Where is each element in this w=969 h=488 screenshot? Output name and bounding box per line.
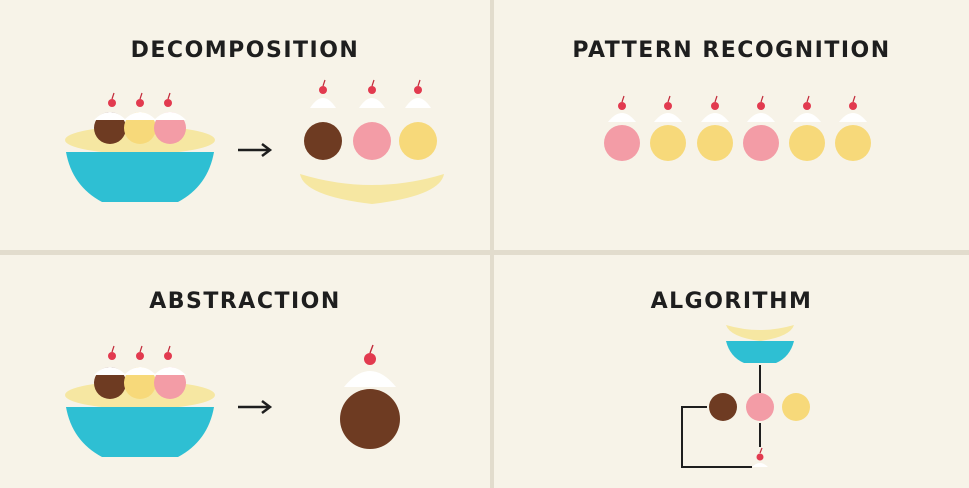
banana-split-icon [65,92,215,202]
scoop-vanilla [650,95,686,161]
banana-icon [300,174,444,204]
scoop-row [604,95,871,161]
scoop-vanilla [835,95,871,161]
cherry-icon [319,79,422,94]
decomposition-title: DECOMPOSITION [130,38,360,63]
algorithm-title: ALGORITHM [650,289,813,314]
pattern-illustration [604,95,871,161]
sundae-bowl-icon [66,407,214,457]
pattern-recognition-panel: PATTERN RECOGNITION [494,0,969,250]
scoop-vanilla [789,95,825,161]
cherry-icon [108,92,172,107]
abstraction-panel: ABSTRACTION [0,255,490,488]
scoop-vanilla [697,95,733,161]
sundae-bowl-icon [66,152,214,202]
scoop-strawberry [154,112,186,144]
sundae-bowl-icon [726,341,794,363]
scoop-vanilla [782,393,810,421]
scoop-strawberry [743,95,779,161]
scoop-chocolate [304,122,342,160]
cherry-icon [364,353,376,365]
scoop-vanilla [399,122,437,160]
scoop-chocolate [340,389,400,449]
abstraction-illustration [65,344,400,457]
cherry-icon [108,345,172,360]
algorithm-illustration [681,325,810,468]
vertical-divider [490,0,494,488]
scoop-chocolate [709,393,737,421]
arrow-right-icon [238,400,273,414]
algorithm-panel: ALGORITHM [494,255,969,488]
scoop-strawberry [604,95,640,161]
decomposition-illustration [65,79,444,204]
banana-split-icon [65,345,215,457]
horizontal-divider [0,250,969,255]
decomposition-panel: DECOMPOSITION [0,0,490,250]
scoop-strawberry [746,393,774,421]
scoop-strawberry [353,122,391,160]
arrow-right-icon [238,143,273,157]
abstraction-title: ABSTRACTION [149,289,341,314]
banana-icon [726,325,794,341]
decomposed-scoops [304,79,437,160]
scoop-vanilla [124,112,156,144]
cherry-icon [756,447,764,461]
scoop-chocolate [94,112,126,144]
single-scoop [340,344,400,449]
pattern-recognition-title: PATTERN RECOGNITION [572,38,891,63]
